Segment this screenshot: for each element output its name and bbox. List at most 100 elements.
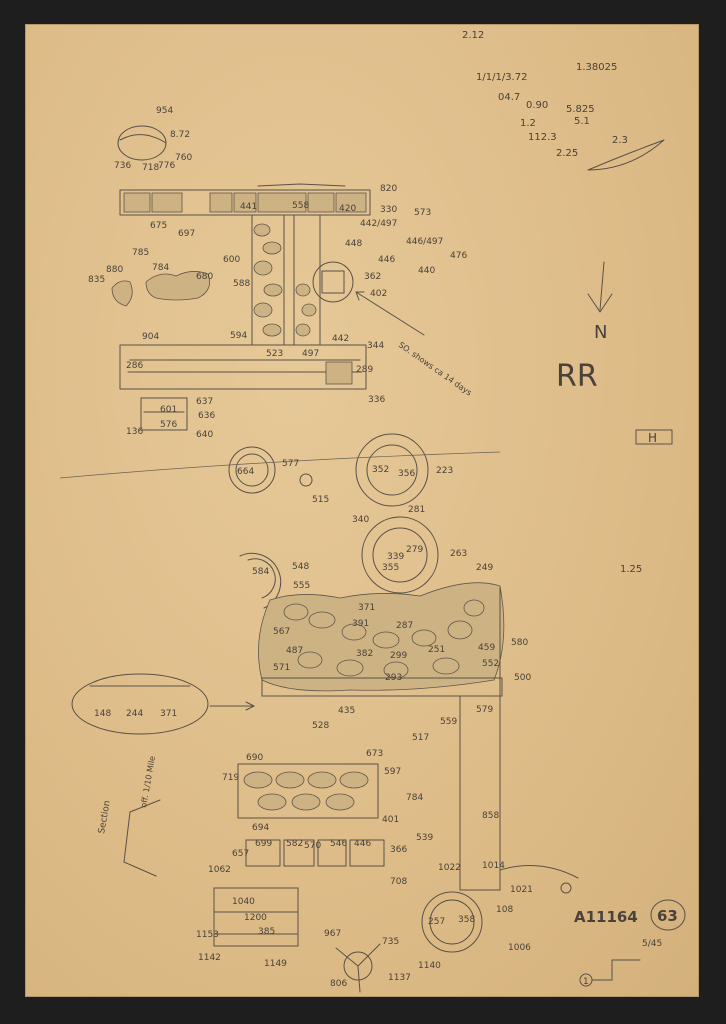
site-code: RR [556,359,598,394]
catalog-number: A11164 [574,908,638,926]
computation-2: 1/1/1/3.72 [476,72,527,83]
label-344: 344 [367,341,384,351]
label-1062: 1062 [208,865,231,875]
sheet-number: 63 [657,907,678,925]
computation-3: 1.38025 [576,62,617,73]
oval-feature-top [117,125,167,161]
label-1137: 1137 [388,973,411,983]
label-244: 244 [126,709,143,719]
label-366: 366 [390,845,407,855]
label-448: 448 [345,239,362,249]
label-1153: 1153 [196,930,219,940]
label-517: 517 [412,733,429,743]
label-872: 8.72 [170,130,190,140]
label-785: 785 [132,248,149,258]
label-579: 579 [476,705,493,715]
label-699: 699 [255,839,272,849]
label-858: 858 [482,811,499,821]
note-left-2: off. 1/10 Mile [139,755,157,808]
label-223: 223 [436,466,453,476]
label-1149: 1149 [264,959,287,969]
label-597: 597 [384,767,401,777]
label-573: 573 [414,208,431,218]
label-108: 108 [496,905,513,915]
label-136: 136 [126,427,143,437]
label-420: 420 [339,204,356,214]
label-1006: 1006 [508,943,531,953]
label-487: 487 [286,646,303,656]
label-371: 371 [358,603,375,613]
label-476: 476 [450,251,467,261]
computation-10: 2.3 [612,135,628,146]
label-576: 576 [160,420,177,430]
computation-8: 5.1 [574,116,590,127]
label-546: 546 [330,839,347,849]
middle-complex [71,552,505,891]
computation-9: 112.3 [528,132,557,143]
label-1140: 1140 [418,961,441,971]
label-355: 355 [382,563,399,573]
label-820: 820 [380,184,397,194]
label-1142: 1142 [198,953,221,963]
label-697: 697 [178,229,195,239]
label-257: 257 [428,917,445,927]
label-601: 601 [160,405,177,415]
label-1021: 1021 [510,885,533,895]
label-673: 673 [366,749,383,759]
label-371b: 371 [160,709,177,719]
label-548: 548 [292,562,309,572]
label-806: 806 [330,979,347,989]
label-446497: 446/497 [406,237,443,247]
label-690: 690 [246,753,263,763]
label-442: 442 [332,334,349,344]
label-680: 680 [196,272,213,282]
label-880: 880 [106,265,123,275]
label-776: 776 [158,161,175,171]
label-402: 402 [370,289,387,299]
label-904: 904 [142,332,159,342]
label-251: 251 [428,645,445,655]
label-735: 735 [382,937,399,947]
label-600: 600 [223,255,240,265]
label-446: 446 [378,255,395,265]
label-148: 148 [94,709,111,719]
label-263: 263 [450,549,467,559]
label-391: 391 [352,619,369,629]
label-675: 675 [150,221,167,231]
north-label: N [594,322,607,343]
label-1200: 1200 [244,913,267,923]
sheet-note: 5/45 [642,939,662,949]
label-435: 435 [338,706,355,716]
label-340: 340 [352,515,369,525]
middle-circles [59,433,501,594]
label-459: 459 [478,643,495,653]
label-299: 299 [390,651,407,661]
label-636: 636 [198,411,215,421]
label-736: 736 [114,161,131,171]
document-sheet [25,24,699,997]
label-446b: 446 [354,839,371,849]
label-719: 719 [222,773,239,783]
label-358: 358 [458,915,475,925]
label-760: 760 [175,153,192,163]
label-1014: 1014 [482,861,505,871]
label-967: 967 [324,929,341,939]
label-1022: 1022 [438,863,461,873]
computation-4: 04.7 [498,92,520,103]
label-594: 594 [230,331,247,341]
label-279: 279 [406,545,423,555]
label-582: 582 [286,839,303,849]
label-523: 523 [266,349,283,359]
label-539: 539 [416,833,433,843]
label-637: 637 [196,397,213,407]
label-567: 567 [273,627,290,637]
label-441: 441 [240,202,257,212]
label-577: 577 [282,459,299,469]
label-497: 497 [302,349,319,359]
label-336: 336 [368,395,385,405]
label-339: 339 [387,552,404,562]
computation-5: 5.825 [566,104,595,115]
upper-structure [111,183,425,431]
computation-1: 2.12 [462,30,484,41]
label-571: 571 [273,663,290,673]
